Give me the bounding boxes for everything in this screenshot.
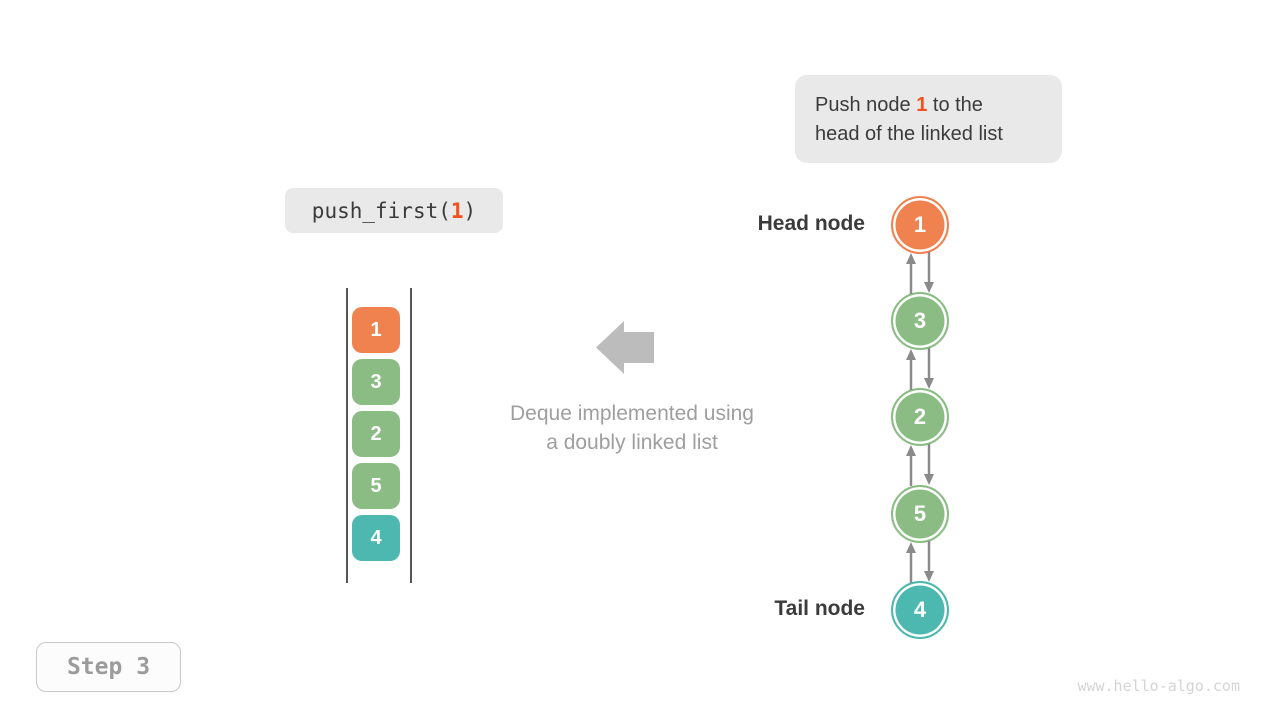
code-close-paren: ) xyxy=(463,198,477,223)
linked-list-node: 4 xyxy=(891,581,949,639)
caption-line: Deque implemented using xyxy=(510,402,754,425)
callout-highlight-value: 1 xyxy=(916,94,928,116)
bidirectional-arrow-icon xyxy=(906,252,934,294)
deque-cell: 3 xyxy=(352,359,400,405)
instruction-callout: Push node 1 to the head of the linked li… xyxy=(795,75,1062,163)
deque-cells: 1 3 2 5 4 xyxy=(352,307,400,561)
deque-left-wall xyxy=(346,288,348,583)
left-block-arrow-icon xyxy=(596,321,654,374)
deque-cell: 2 xyxy=(352,411,400,457)
head-node-label: Head node xyxy=(757,212,865,235)
deque-right-wall xyxy=(410,288,412,583)
callout-text: head of the linked list xyxy=(815,123,1003,145)
linked-list-node: 3 xyxy=(891,292,949,350)
callout-text: to the xyxy=(927,94,983,116)
step-badge: Step 3 xyxy=(36,642,181,692)
code-argument: 1 xyxy=(450,198,464,223)
tail-node-label: Tail node xyxy=(774,597,865,620)
bidirectional-arrow-icon xyxy=(906,444,934,486)
code-function-name: push_first( xyxy=(311,198,451,223)
deque-cell: 5 xyxy=(352,463,400,509)
bidirectional-arrow-icon xyxy=(906,541,934,583)
callout-text: Push node xyxy=(815,94,917,116)
linked-list-node: 1 xyxy=(891,196,949,254)
deque-cell: 1 xyxy=(352,307,400,353)
deque-cell: 4 xyxy=(352,515,400,561)
deque-caption: Deque implemented using a doubly linked … xyxy=(462,399,802,457)
linked-list-node: 5 xyxy=(891,485,949,543)
bidirectional-arrow-icon xyxy=(906,348,934,390)
caption-line: a doubly linked list xyxy=(546,431,718,454)
code-call-label: push_first(1) xyxy=(285,188,503,233)
site-watermark: www.hello-algo.com xyxy=(1077,677,1240,695)
linked-list-node: 2 xyxy=(891,388,949,446)
